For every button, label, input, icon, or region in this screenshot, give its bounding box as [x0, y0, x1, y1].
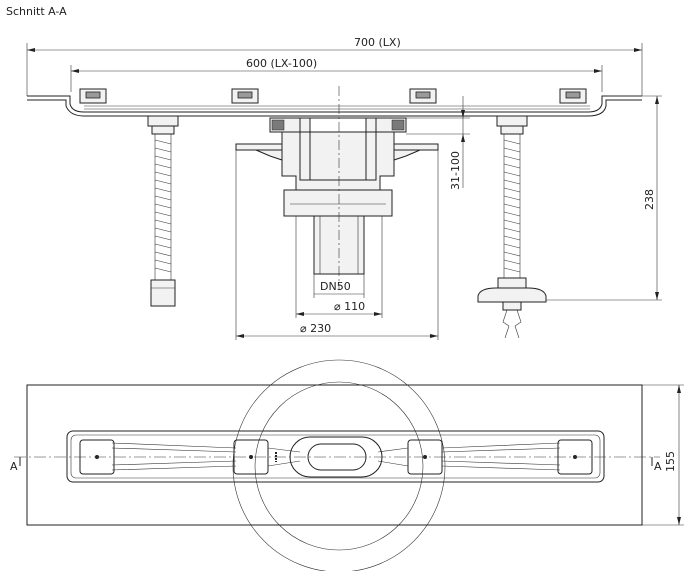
- plan-outer-plate: [26, 384, 643, 526]
- dimension-overall-width-label: 700 (LX): [354, 36, 401, 49]
- dimension-flange-diameter: ⌀ 230: [235, 150, 439, 340]
- plan-view: A A 155: [10, 359, 684, 571]
- section-title: Schnitt A-A: [6, 5, 67, 18]
- dimension-total-height: 238: [546, 95, 662, 301]
- dimension-body-diameter-label: ⌀ 110: [334, 300, 365, 313]
- plan-channel: [66, 430, 605, 483]
- flange-circle: [232, 359, 446, 571]
- drain-body: [235, 117, 439, 275]
- mounting-clips: [79, 88, 587, 104]
- section-marker-left: A: [10, 460, 18, 473]
- dimension-pipe-dn: DN50: [313, 274, 365, 298]
- dimension-body-diameter: ⌀ 110: [295, 216, 383, 318]
- dimension-total-height-label: 238: [643, 189, 656, 210]
- channel-profile: [27, 95, 642, 117]
- dimension-plan-width-label: 155: [664, 451, 677, 472]
- dimension-inner-width-label: 600 (LX-100): [246, 57, 317, 70]
- dimension-pipe-dn-label: DN50: [320, 280, 351, 293]
- dimension-plan-width: 155: [642, 384, 684, 526]
- dimension-height-range-label: 31-100: [449, 151, 462, 190]
- dimension-overall-width: 700 (LX): [26, 36, 643, 96]
- left-leveling-foot: [147, 115, 179, 307]
- right-leveling-foot: [477, 115, 547, 339]
- dimension-height-range: 31-100: [406, 96, 470, 190]
- section-view: 700 (LX) 600 (LX-100): [26, 36, 662, 340]
- section-marker-right: A: [654, 460, 662, 473]
- dimension-inner-width: 600 (LX-100): [70, 57, 603, 92]
- dimension-flange-diameter-label: ⌀ 230: [300, 322, 331, 335]
